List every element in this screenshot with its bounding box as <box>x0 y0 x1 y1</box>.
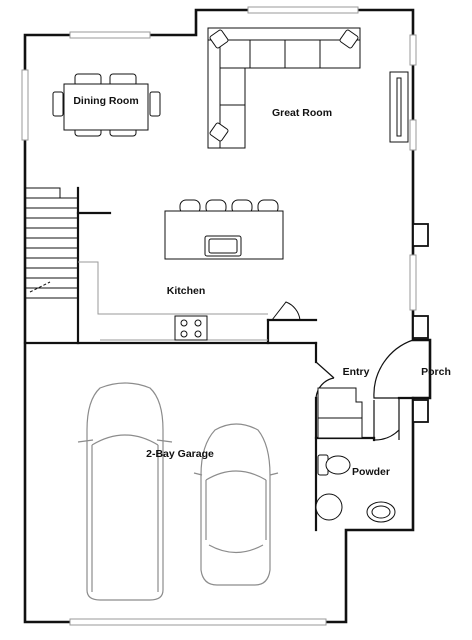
kitchen-island <box>164 199 284 260</box>
label-dining-room: Dining Room <box>73 95 138 107</box>
windows <box>21 6 417 626</box>
car-outline <box>193 423 279 586</box>
label-entry: Entry <box>343 366 370 378</box>
dining-table <box>52 73 161 137</box>
sectional-sofa <box>207 27 361 149</box>
entry-door <box>315 361 335 399</box>
powder-door <box>373 400 400 441</box>
powder-sink <box>366 501 396 523</box>
cooktop <box>174 315 208 341</box>
kitchen-counter <box>78 261 268 341</box>
label-powder: Powder <box>352 466 390 478</box>
exterior-walls <box>23 8 432 624</box>
media-unit <box>389 71 409 143</box>
porch-posts <box>412 223 429 423</box>
label-porch: Porch <box>421 366 451 378</box>
label-garage: 2-Bay Garage <box>146 448 214 460</box>
pantry-door <box>271 301 301 321</box>
van-outline <box>77 382 173 601</box>
water-heater <box>315 493 343 521</box>
entry-bench <box>317 387 363 439</box>
label-kitchen: Kitchen <box>167 285 206 297</box>
staircase <box>25 187 78 299</box>
label-great-room: Great Room <box>272 107 332 119</box>
toilet <box>317 454 351 476</box>
front-door <box>373 339 414 440</box>
